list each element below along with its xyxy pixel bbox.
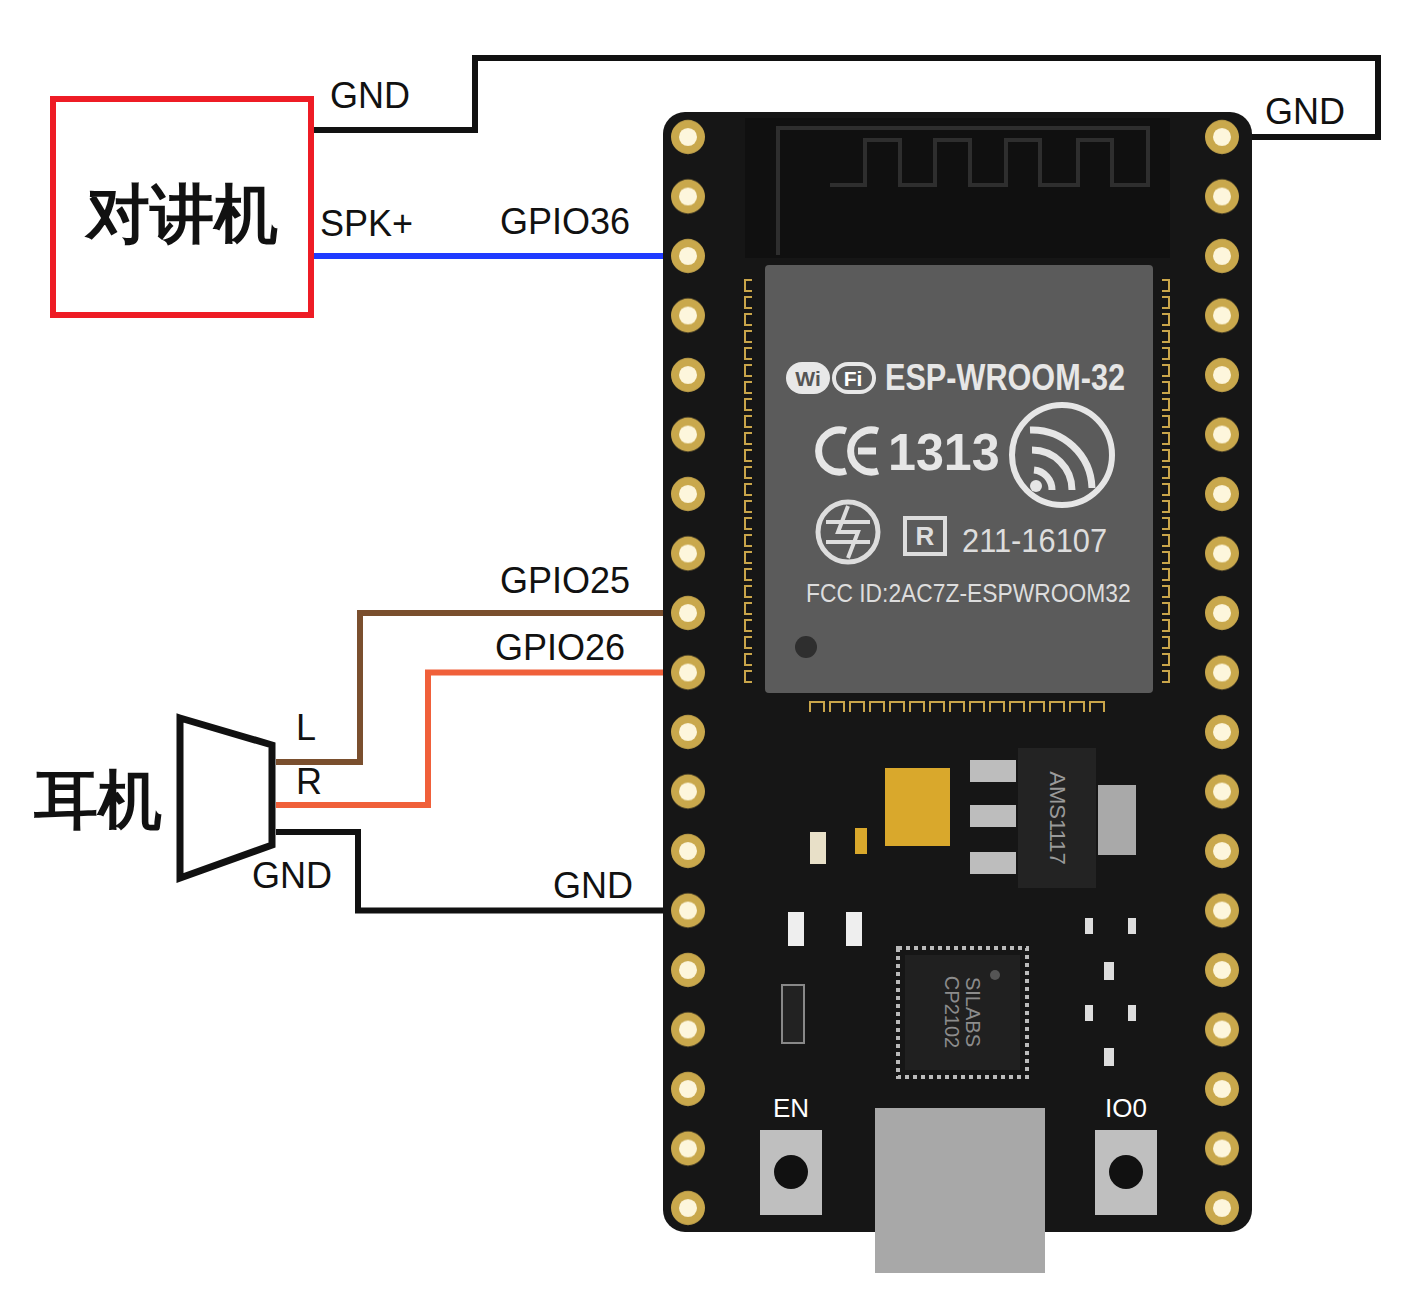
module-name: ESP-WROOM-32 [885, 360, 1125, 396]
signal-wire [314, 58, 1378, 137]
chip-marking: AMS1117 [1046, 771, 1068, 864]
button-label: EN [773, 1095, 809, 1121]
logo-text: Wi [795, 368, 820, 389]
pin-label: L [296, 710, 316, 746]
pin-label: GPIO25 [500, 563, 630, 599]
headphone: 耳机 [28, 712, 276, 884]
radio-box: 对讲机 [50, 96, 314, 318]
device-name: 耳机 [34, 768, 162, 832]
cert-number: 1313 [888, 426, 1000, 478]
pin-label: R [296, 764, 322, 800]
pin-label: SPK+ [320, 206, 413, 242]
wroom-module: Wi Fi ESP-WROOM-32 1313R 211-16107FCC ID:2AC… [765, 265, 1153, 693]
signal-wire [276, 673, 663, 806]
registered-mark: R [916, 523, 935, 549]
pin-label: GPIO26 [495, 630, 625, 666]
cert-number: 211-16107 [962, 523, 1107, 557]
signal-wire [276, 613, 663, 762]
header-pins [668, 107, 1242, 1238]
pin-label: GND [330, 78, 410, 114]
pin-label: GND [1265, 94, 1345, 130]
pin-label: GND [553, 868, 633, 904]
esp32-board: AMS1117SILABS CP2102EN IO0 Wi Fi ESP-WROOM-3… [663, 112, 1252, 1232]
signal-wire [314, 253, 663, 259]
logo-text: Fi [844, 368, 863, 389]
pin-label: GPIO36 [500, 204, 630, 240]
signal-wire [276, 832, 663, 911]
pin-label: GND [252, 858, 332, 894]
device-name: 对讲机 [86, 182, 278, 246]
chip-marking: SILABS CP2102 [941, 967, 983, 1057]
button-label: IO0 [1105, 1095, 1147, 1121]
fcc-id: FCC ID:2AC7Z-ESPWROOM32 [806, 581, 1131, 606]
